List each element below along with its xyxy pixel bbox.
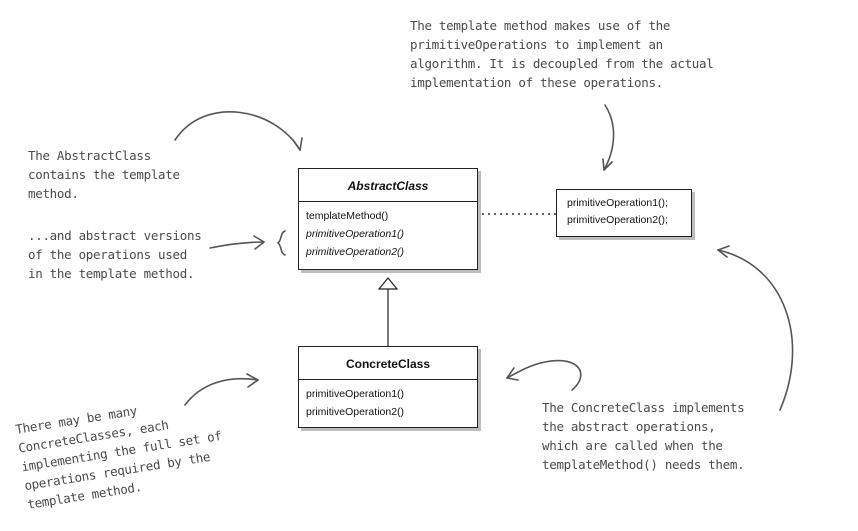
- concrete-class-box: ConcreteClass primitiveOperation1() prim…: [298, 346, 478, 428]
- code-line-1: primitiveOperation1();: [567, 197, 668, 209]
- inheritance-arrowhead: [377, 277, 399, 290]
- template-method-code-box: primitiveOperation1(); primitiveOperatio…: [556, 189, 692, 237]
- note-line: implementation of these operations.: [410, 75, 663, 90]
- note-line: of the operations used: [28, 247, 187, 262]
- note-abstract-class: The AbstractClass contains the template …: [28, 146, 180, 203]
- note-abstract-versions: ...and abstract versions of the operatio…: [28, 226, 202, 283]
- note-line: contains the template: [28, 167, 180, 182]
- note-line: algorithm. It is decoupled from the actu…: [410, 56, 714, 71]
- note-line: templateMethod() needs them.: [542, 457, 745, 472]
- template-code-lines: primitiveOperation1(); primitiveOperatio…: [557, 190, 691, 234]
- brace-icon: [276, 230, 286, 256]
- operation-primitive-2: primitiveOperation2(): [306, 246, 405, 258]
- note-template-method: The template method makes use of the pri…: [410, 16, 714, 92]
- note-line: method.: [28, 186, 79, 201]
- note-line: The template method makes use of the: [410, 18, 671, 33]
- note-line: which are called when the: [542, 438, 723, 453]
- abstract-class-box: AbstractClass templateMethod() primitive…: [298, 168, 478, 270]
- note-line: the abstract operations,: [542, 419, 716, 434]
- arrow-to-template-box: [717, 249, 794, 411]
- arrow-abstractclass-note: [174, 111, 301, 151]
- note-line: ...and abstract versions: [28, 228, 202, 243]
- note-concrete-implements: The ConcreteClass implements the abstrac…: [542, 398, 745, 474]
- concrete-class-operations: primitiveOperation1() primitiveOperation…: [299, 380, 477, 426]
- operation-primitive-1: primitiveOperation1(): [306, 228, 405, 240]
- code-line-2: primitiveOperation2();: [567, 214, 668, 226]
- abstract-class-operations: templateMethod() primitiveOperation1() p…: [299, 202, 477, 266]
- note-line: in the template method.: [28, 266, 195, 281]
- concrete-operation-2: primitiveOperation2(): [306, 406, 405, 418]
- concrete-class-name: ConcreteClass: [299, 347, 477, 380]
- abstract-class-name: AbstractClass: [299, 169, 477, 202]
- operation-template-method: templateMethod(): [306, 210, 389, 222]
- arrow-many-concrete: [184, 377, 259, 406]
- arrow-abstract-versions: [209, 241, 265, 249]
- note-line: The ConcreteClass implements: [542, 400, 745, 415]
- arrow-top-note: [603, 104, 615, 171]
- concrete-operation-1: primitiveOperation1(): [306, 388, 405, 400]
- note-line: The AbstractClass: [28, 148, 151, 163]
- note-line: primitiveOperations to implement an: [410, 37, 663, 52]
- arrow-concrete-implements: [506, 359, 582, 391]
